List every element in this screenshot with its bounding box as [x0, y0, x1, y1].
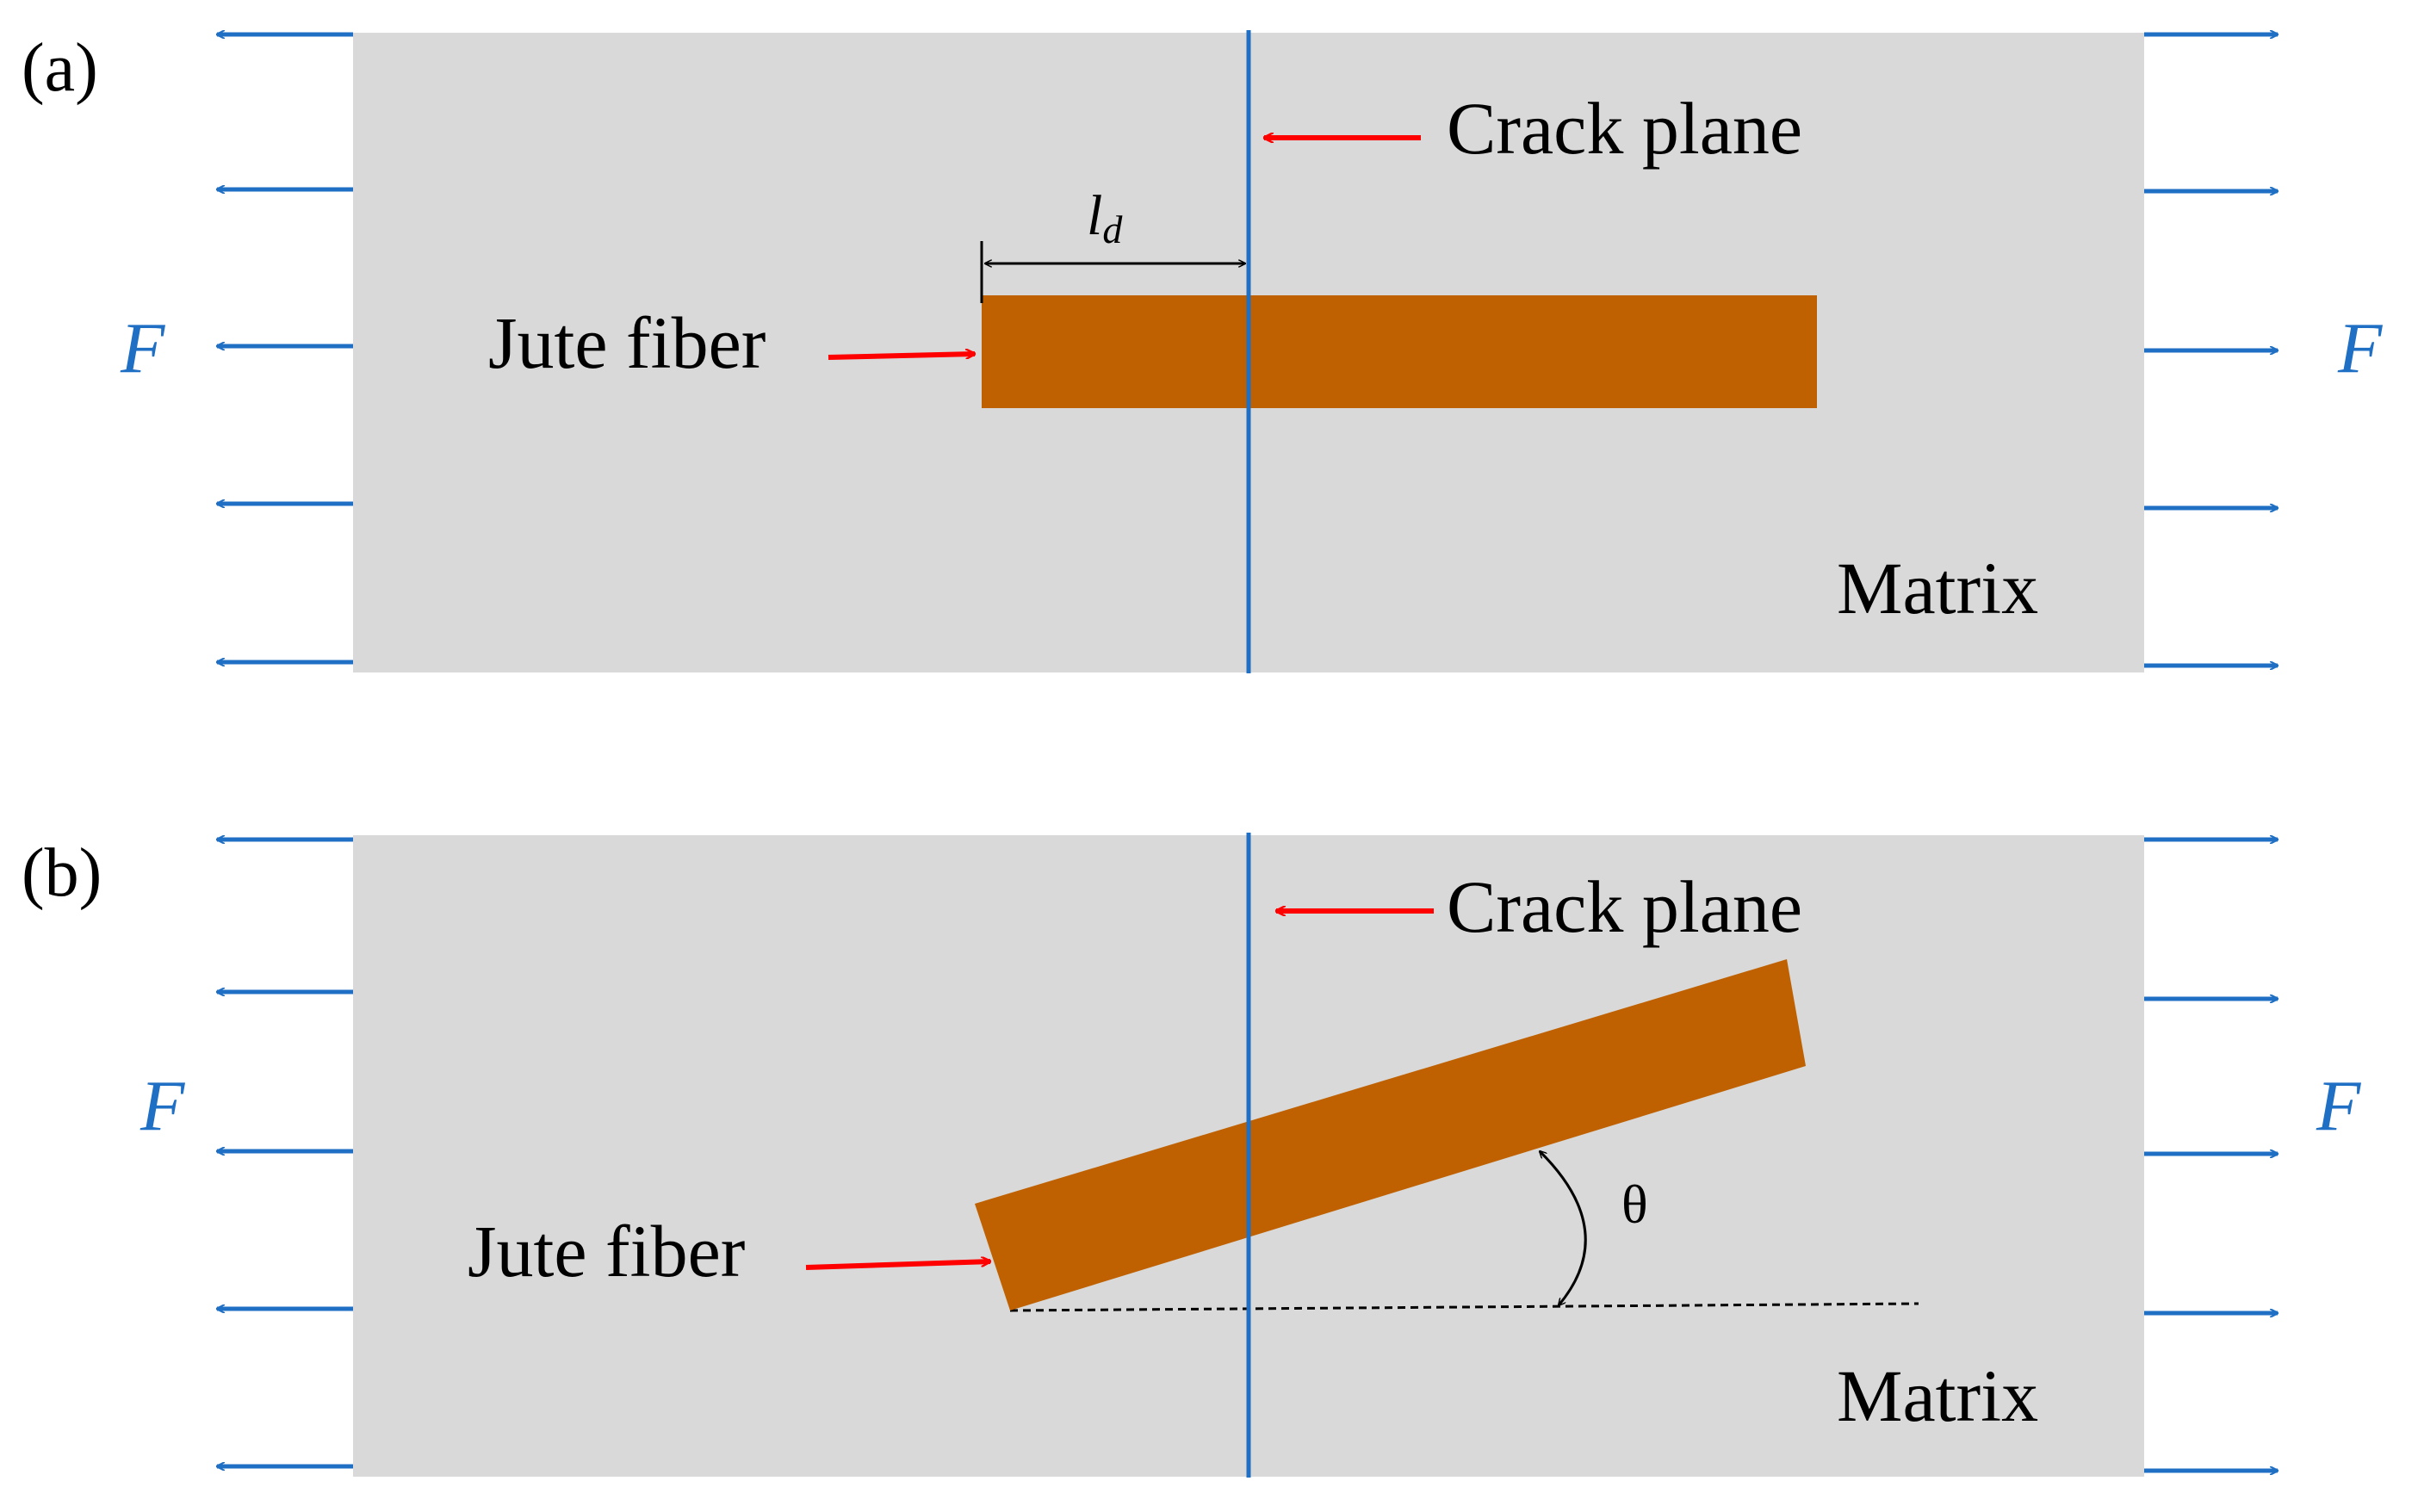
- panel-a-force-left: F: [120, 308, 166, 388]
- panel-b-force-left: F: [140, 1066, 186, 1146]
- panel-a-debond-length-dimension: ld: [980, 184, 1245, 303]
- panel-b-angle-symbol: θ: [1621, 1174, 1648, 1235]
- panel-b-reference-line: [1009, 1302, 1919, 1312]
- panel-a-fiber-label: Jute fiber: [488, 301, 766, 384]
- panel-b-force-right: F: [2316, 1066, 2362, 1146]
- panel-b-fiber-pointer-arrow-icon: [805, 1261, 990, 1270]
- panel-b-right-force-arrows: [2144, 840, 2278, 1471]
- panel-b-crack-label: Crack plane: [1447, 865, 1802, 948]
- panel-a-matrix-label: Matrix: [1837, 547, 2038, 629]
- panel-b-left-force-arrows: [217, 840, 353, 1466]
- panel-a-fiber-pointer-arrow-icon: [828, 354, 975, 360]
- panel-a-crack-label: Crack plane: [1447, 87, 1802, 170]
- panel-b: (b) F F θ Crack plane: [22, 833, 2362, 1478]
- panel-b-matrix-label: Matrix: [1837, 1354, 2038, 1437]
- panel-b-jute-fiber: [975, 959, 1806, 1311]
- debond-subscript: d: [1102, 208, 1123, 251]
- debond-symbol: l: [1087, 184, 1102, 247]
- panel-a-jute-fiber: [982, 295, 1817, 408]
- panel-b-fiber-label: Jute fiber: [468, 1210, 745, 1292]
- panel-a-right-force-arrows: [2144, 34, 2278, 666]
- angle-arc-icon: [1540, 1151, 1587, 1305]
- panel-b-tag: (b): [22, 835, 102, 911]
- panel-a-left-force-arrows: [217, 34, 353, 662]
- panel-a-tag: (a): [22, 30, 98, 106]
- panel-a: (a) F F ld: [22, 30, 2384, 673]
- debond-length-symbol: ld: [1087, 184, 1123, 251]
- panel-a-force-right: F: [2337, 308, 2384, 388]
